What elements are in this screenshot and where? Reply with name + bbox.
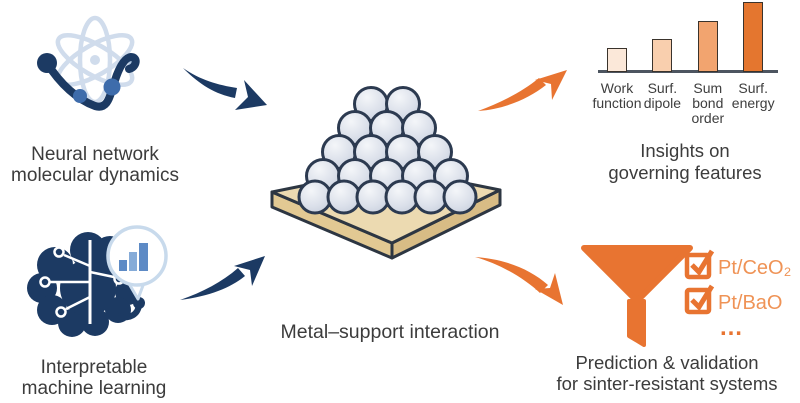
arrow-iml-to-center	[180, 256, 265, 300]
arrow-center-to-insights	[478, 70, 567, 111]
iml-label-line1: Interpretable	[40, 357, 148, 378]
arrow-center-to-prediction	[475, 257, 563, 305]
bar-4	[743, 2, 764, 72]
validation-ellipsis: …	[719, 314, 745, 341]
bar-label-2: Surf.dipole	[643, 80, 682, 111]
chart-x-axis	[598, 70, 778, 73]
checkbox-1-icon	[684, 249, 715, 280]
nanoparticle-cluster	[297, 86, 478, 215]
validation-item-1: Pt/CeO₂	[718, 257, 792, 279]
insights-label: Insights on governing features	[585, 140, 785, 183]
iml-label: Interpretable machine learning	[0, 357, 194, 399]
prediction-label: Prediction & validation for sinter-resis…	[532, 352, 800, 394]
insights-label-line2: governing features	[608, 161, 762, 183]
insights-label-line1: Insights on	[640, 140, 730, 161]
iml-label-line2: machine learning	[21, 378, 167, 399]
nn-md-label: Neural network molecular dynamics	[0, 144, 200, 186]
nn-md-label-line2: molecular dynamics	[11, 165, 179, 186]
metal-support-label: Metal–support interaction	[280, 321, 500, 343]
thought-bubble-icon	[106, 225, 168, 301]
prediction-label-line1: Prediction & validation	[575, 352, 759, 373]
md-trajectory-icon	[37, 52, 140, 111]
nn-md-label-line1: Neural network	[31, 144, 159, 165]
prediction-label-line2: for sinter-resistant systems	[556, 373, 778, 394]
bar-2	[652, 39, 673, 72]
checkbox-2-icon	[684, 284, 715, 315]
bar-3	[697, 21, 718, 72]
bar-label-4: Surf.energy	[731, 80, 775, 111]
validation-item-2: Pt/BaO	[718, 292, 783, 314]
funnel-icon	[581, 245, 693, 347]
bar-1	[607, 48, 627, 72]
mini-bar-chart-icon	[119, 243, 148, 271]
arrow-nnmd-to-center	[183, 68, 267, 110]
